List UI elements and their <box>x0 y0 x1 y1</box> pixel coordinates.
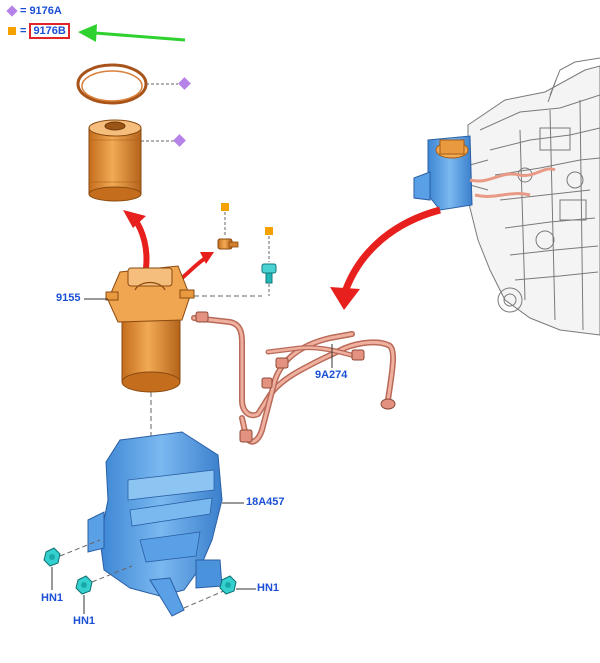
sensor-part <box>217 238 239 250</box>
flow-arrow-housing-to-element <box>131 216 150 269</box>
engine-filter-mini <box>413 135 556 211</box>
legend-code-9176B-highlighted: 9176B <box>29 23 70 39</box>
legend-diamond-marker <box>6 5 18 17</box>
highlight-pointer-head <box>78 24 97 42</box>
legend-row-9176A: = 9176A <box>6 3 62 19</box>
filter-element-part <box>88 119 142 202</box>
callout-hn1-left-top: HN1 <box>41 592 64 604</box>
legend-code-9176A: 9176A <box>29 5 62 17</box>
flow-arrow-head <box>330 287 360 310</box>
engine-illustration <box>467 57 600 336</box>
bracket-part <box>87 431 223 617</box>
o-ring-diamond-marker <box>178 77 191 90</box>
fuel-lines-part <box>191 315 397 445</box>
bolt-hn1-right <box>219 575 237 595</box>
bolt-1-axis <box>59 539 101 557</box>
bolt-hn1-left-top <box>43 547 61 567</box>
filter-element-diamond-marker <box>173 134 186 147</box>
callout-hn1-right: HN1 <box>257 582 280 594</box>
bolt-3-axis <box>183 589 227 609</box>
bleed-screw-square-marker <box>265 227 273 235</box>
legend-row-9176B: = 9176B <box>6 23 70 39</box>
legend-equals: = <box>20 5 27 17</box>
callout-18A457: 18A457 <box>246 496 285 508</box>
flow-arrow-engine-to-assembly <box>341 206 441 294</box>
filter-housing-part <box>105 265 195 393</box>
fuel-line-connectors <box>195 311 396 443</box>
legend-square-marker <box>8 27 16 35</box>
highlight-pointer-line <box>94 31 186 42</box>
bleed-screw-part <box>261 263 277 284</box>
o-ring-part <box>76 63 148 105</box>
sensor-square-marker <box>221 203 229 211</box>
bolt-hn1-left-bottom <box>75 575 93 595</box>
flow-arrow-head-sensor <box>200 252 214 264</box>
callout-9A274: 9A274 <box>315 369 348 381</box>
legend-equals: = <box>20 25 27 37</box>
callout-9155: 9155 <box>56 292 81 304</box>
bolt-2-axis <box>91 565 133 583</box>
callout-hn1-left-bottom: HN1 <box>73 615 96 627</box>
flow-arrow-head-up <box>123 210 146 228</box>
